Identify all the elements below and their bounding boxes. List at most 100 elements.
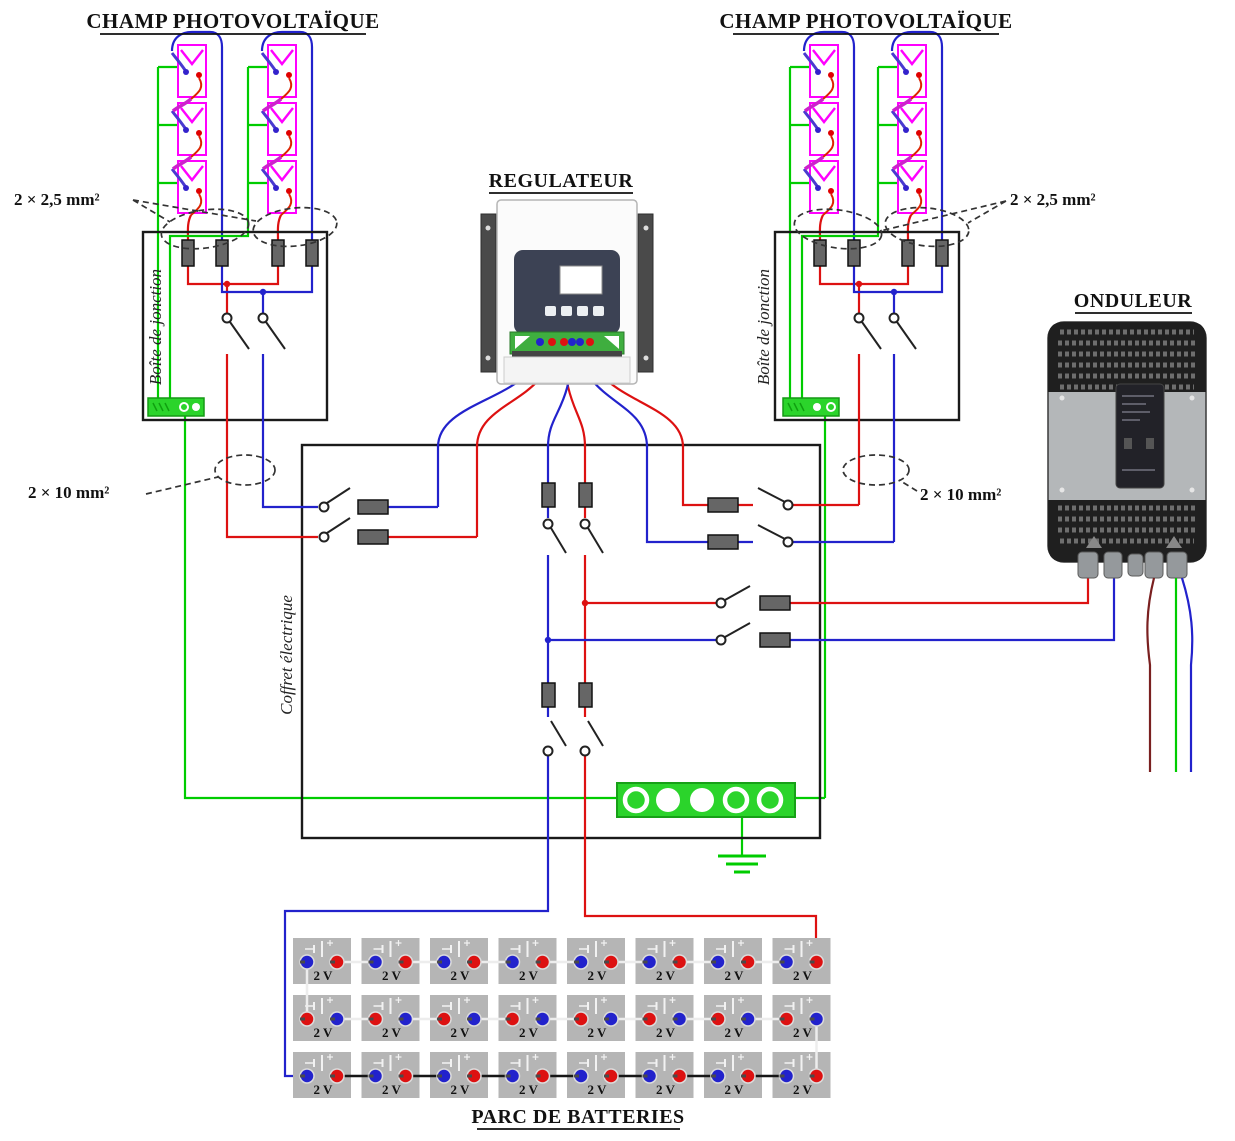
dc-positive-wiring	[186, 266, 1090, 962]
inverter-title: ONDULEUR	[1074, 290, 1193, 312]
pv-field-right	[790, 32, 942, 240]
battery-voltage-label: 2 V	[382, 1082, 402, 1097]
cabinet-label: Coffret électrique	[277, 595, 296, 715]
battery-voltage-label: 2 V	[656, 1025, 676, 1040]
vent-slats	[1058, 329, 1196, 544]
fuse	[541, 482, 556, 508]
battery-symbol-icon	[442, 940, 470, 957]
battery-voltage-label: 2 V	[382, 1025, 402, 1040]
fuses	[181, 239, 949, 708]
battery-symbol-icon	[373, 1054, 402, 1071]
battery-voltage-label: 2 V	[314, 968, 334, 983]
battery-symbol-icon	[647, 940, 676, 957]
junction-box-left	[141, 230, 329, 422]
switch	[579, 720, 604, 757]
battery-symbol-icon	[716, 940, 744, 957]
switch	[257, 312, 286, 350]
junction-box-right-label: Boîte de jonction	[754, 269, 773, 385]
pv-field-left-title: CHAMP PHOTOVOLTAÏQUE	[86, 9, 379, 33]
battery-voltage-label: 2 V	[793, 1025, 813, 1040]
diagram-texts: CHAMP PHOTOVOLTAÏQUE CHAMP PHOTOVOLTAÏQU…	[14, 9, 1193, 1130]
inverter-label-panel	[1115, 383, 1165, 489]
battery-symbol-icon	[716, 997, 744, 1014]
battery-symbol-icon	[579, 940, 607, 957]
battery-symbol-icon	[442, 1054, 470, 1071]
fuse	[707, 497, 739, 513]
battery-voltage-label: 2 V	[314, 1025, 334, 1040]
pv-cable-label-left: 2 × 2,5 mm²	[14, 190, 100, 209]
controller-display	[559, 265, 603, 295]
battery-voltage-label: 2 V	[451, 1082, 471, 1097]
battery-symbol-icon	[716, 1054, 744, 1071]
charge-controller-device	[480, 199, 654, 385]
fuse	[541, 682, 556, 708]
battery-voltage-label: 2 V	[519, 1082, 539, 1097]
electrical-cabinet	[300, 443, 822, 840]
switch	[888, 312, 917, 350]
fuse	[759, 595, 791, 611]
battery-voltage-label: 2 V	[725, 1025, 745, 1040]
battery-symbol-icon	[784, 1054, 813, 1071]
battery-symbol-icon	[784, 997, 813, 1014]
battery-symbol-icon	[579, 997, 607, 1014]
battery-voltage-label: 2 V	[519, 1025, 539, 1040]
pv-string	[248, 32, 312, 240]
fuse	[215, 239, 229, 267]
switch	[715, 585, 751, 609]
battery-symbol-icon	[579, 1054, 607, 1071]
fuse	[578, 682, 593, 708]
battery-bank-title: PARC DE BATTERIES	[471, 1106, 684, 1128]
battery-voltage-label: 2 V	[451, 1025, 471, 1040]
battery-symbol-icon	[305, 940, 333, 957]
earth-terminal-block-left	[147, 397, 205, 417]
switch	[853, 312, 882, 350]
battery-voltage-label: 2 V	[451, 968, 471, 983]
battery-symbol-icon	[442, 997, 470, 1014]
battery-voltage-label: 2 V	[382, 968, 402, 983]
battery-symbol-icon	[510, 940, 539, 957]
ground-symbol	[718, 854, 766, 874]
fuse	[357, 499, 389, 515]
battery-grid: 2 V 2 V 2 V 2 V 2 V 2 V 2 V 2 V 2 V 2 V 2 V 2 V 2 V 2…	[293, 938, 831, 1098]
switch	[221, 312, 250, 350]
switch	[318, 517, 351, 543]
battery-voltage-label: 2 V	[793, 968, 813, 983]
fuse	[181, 239, 195, 267]
fuse	[813, 239, 827, 267]
fuse	[847, 239, 861, 267]
fuse	[578, 482, 593, 508]
battery-symbol-icon	[305, 1054, 333, 1071]
battery-symbol-icon	[510, 1054, 539, 1071]
battery-voltage-label: 2 V	[588, 1082, 608, 1097]
battery-voltage-label: 2 V	[314, 1082, 334, 1097]
ac-output-wires	[1146, 577, 1194, 772]
fuse	[935, 239, 949, 267]
controller-buttons	[545, 306, 604, 316]
fuse	[357, 529, 389, 545]
battery-symbol-icon	[647, 1054, 676, 1071]
battery-symbol-icon	[784, 940, 813, 957]
battery-voltage-label: 2 V	[725, 1082, 745, 1097]
fuse	[271, 239, 285, 267]
fuse	[901, 239, 915, 267]
switch	[757, 524, 794, 548]
battery-symbol-icon	[373, 940, 402, 957]
battery-voltage-label: 2 V	[656, 1082, 676, 1097]
pv-field-right-title: CHAMP PHOTOVOLTAÏQUE	[719, 9, 1012, 33]
pv-cable-label-right: 2 × 2,5 mm²	[1010, 190, 1096, 209]
switch	[715, 622, 751, 646]
battery-symbol-icon	[373, 997, 402, 1014]
fuse	[759, 632, 791, 648]
battery-voltage-label: 2 V	[656, 968, 676, 983]
cable-glands	[1077, 551, 1188, 579]
earth-busbar	[616, 782, 796, 818]
switch	[318, 487, 351, 513]
switches	[221, 312, 917, 757]
earth-wiring	[156, 190, 880, 874]
junction-box-right	[773, 230, 961, 422]
battery-symbol-icon	[510, 997, 539, 1014]
dc-cable-label-left: 2 × 10 mm²	[28, 483, 109, 502]
cable-annotations	[132, 199, 1007, 495]
